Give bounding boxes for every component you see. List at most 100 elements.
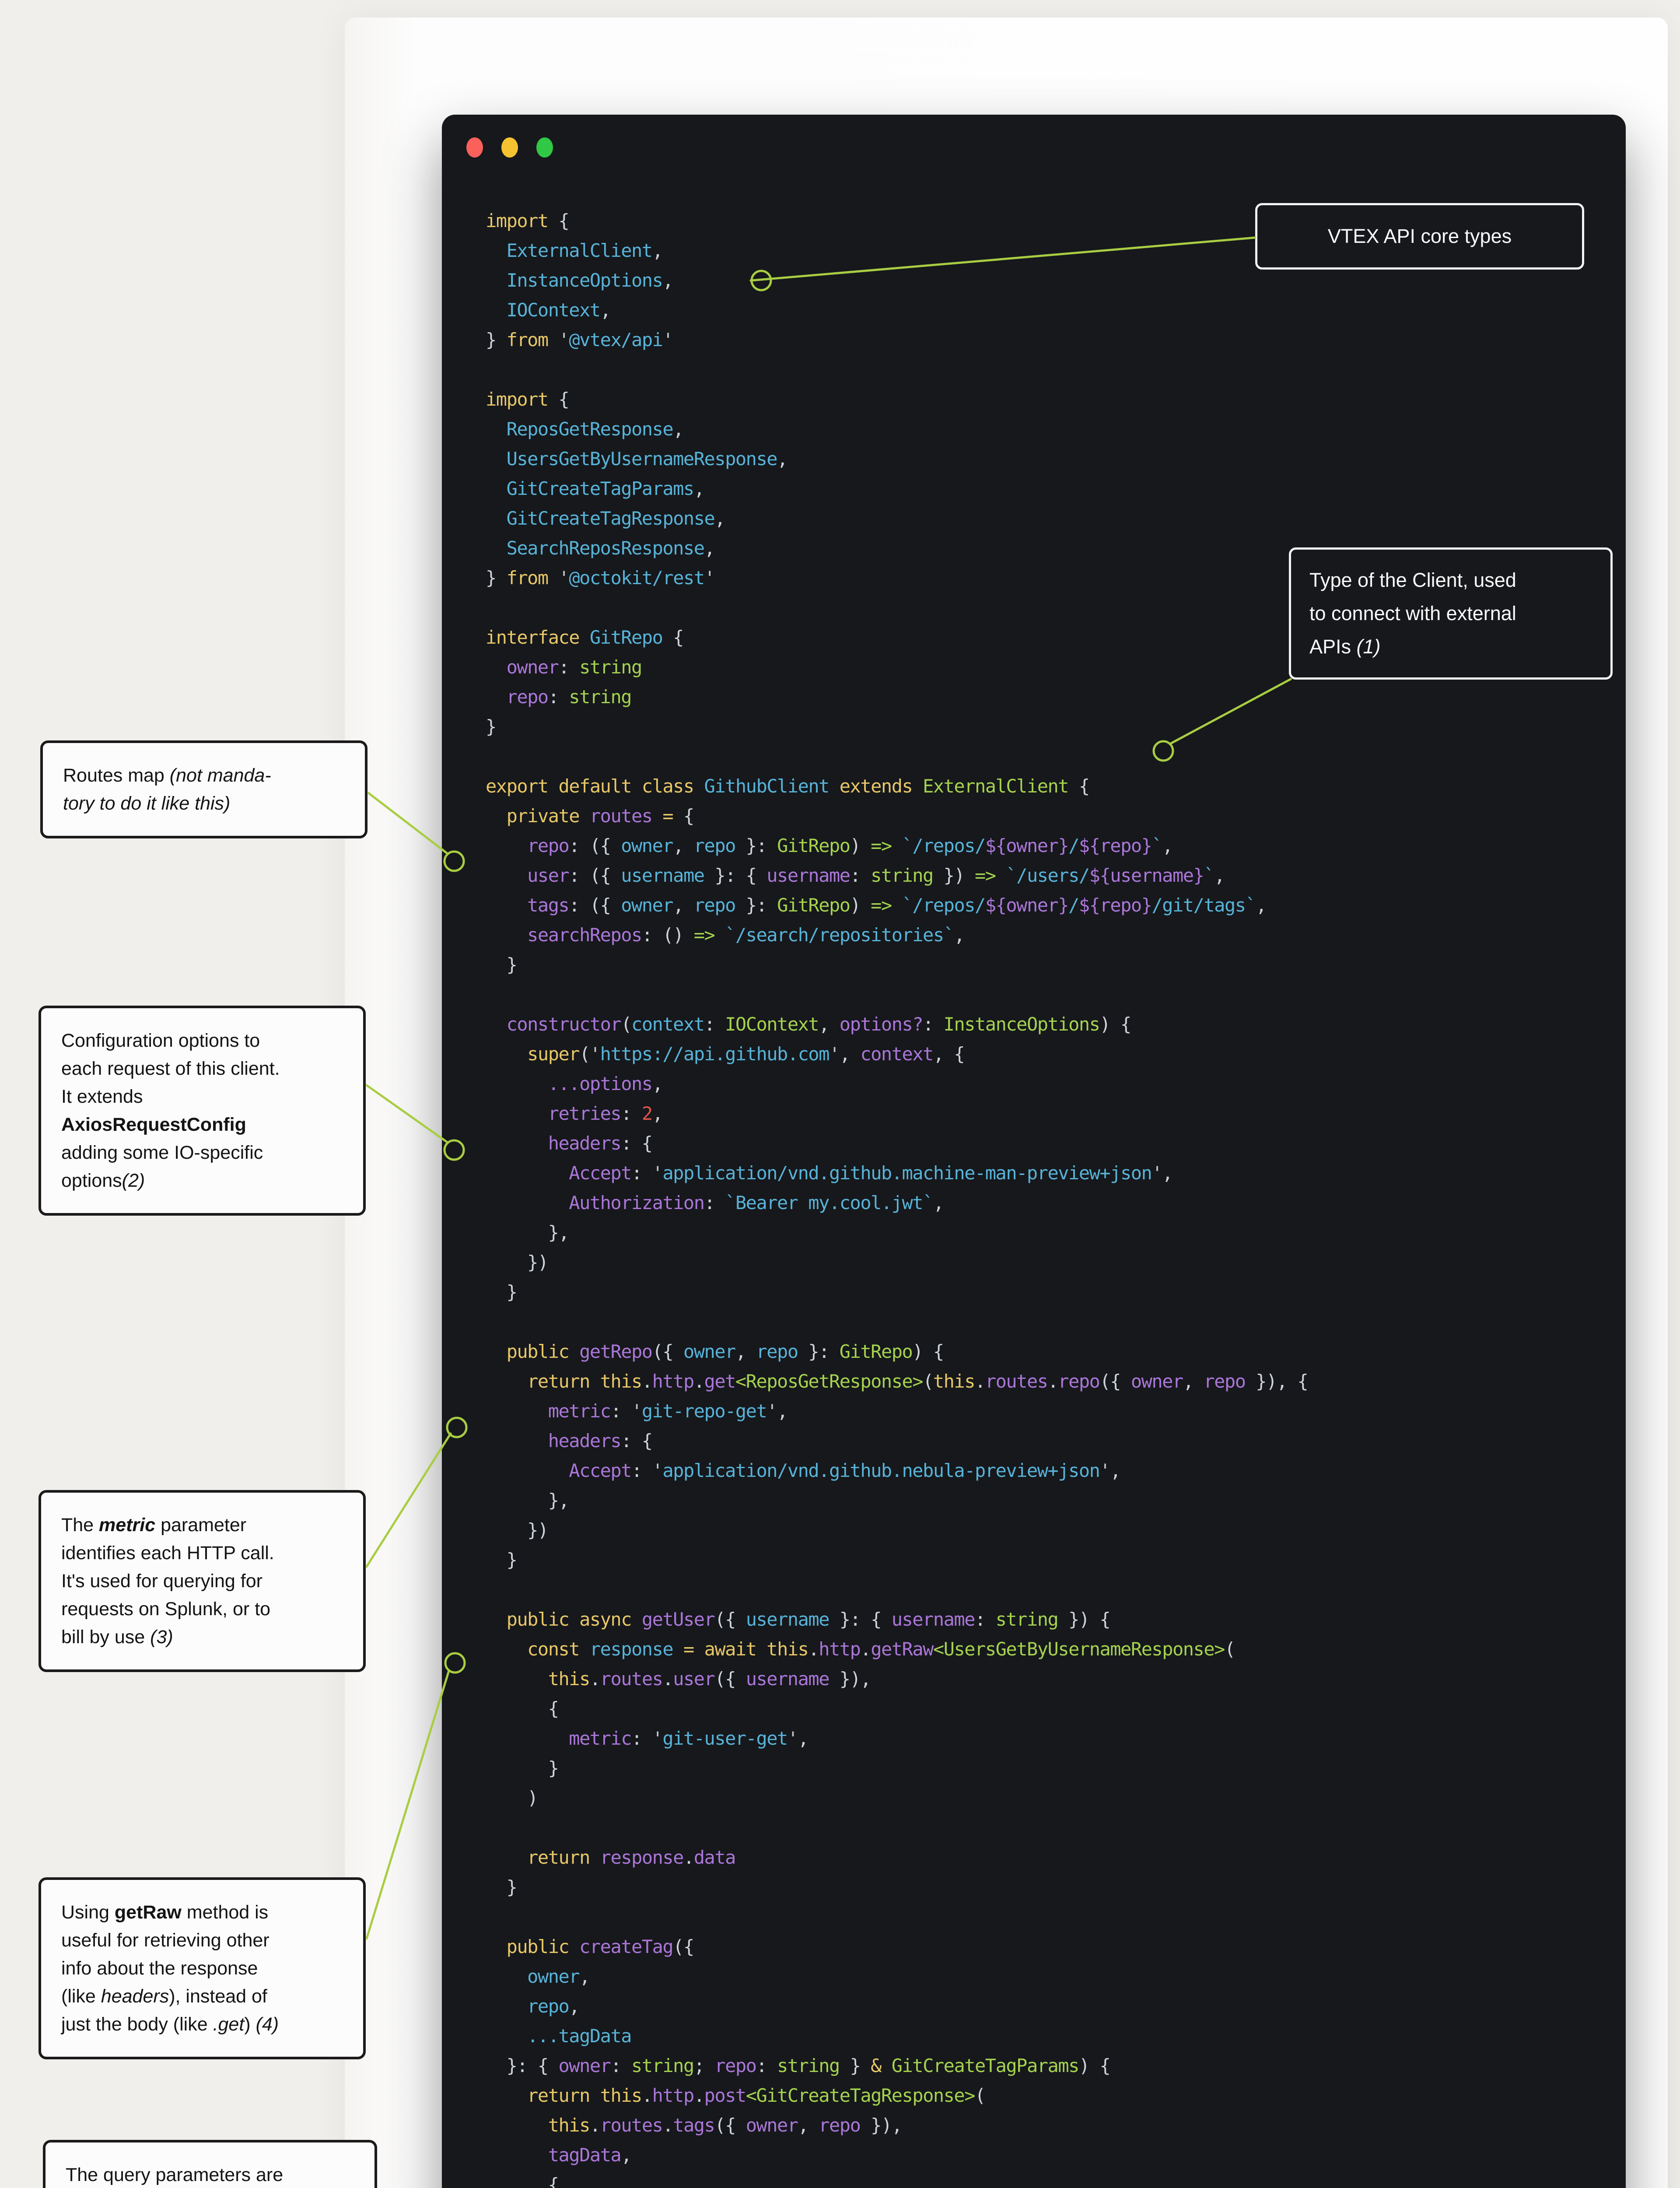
code-line [486,355,1308,385]
code-line: GitCreateTagResponse, [486,508,726,529]
code-line: public createTag({ [486,1936,695,1957]
annotation-line: options(2) [61,1170,145,1191]
code-line: }) [486,1252,549,1273]
annotation-line: APIs (1) [1309,635,1381,658]
code-line: } [486,1549,518,1571]
code-line: ReposGetResponse, [486,418,684,440]
code-line [486,980,1308,1010]
code-line [486,593,1308,623]
code-line: searchRepos: () => `/search/repositories… [486,924,965,946]
annotation-metric-parameter: The metric parameter identifies each HTTP… [38,1490,366,1672]
code-line: }, [486,1222,570,1243]
annotation-line: adding some IO-specific [61,1142,263,1163]
code-line: return this.http.get<ReposGetResponse>(t… [486,1371,1309,1392]
code-line: owner: string [486,656,643,678]
code-line: this.routes.user({ username }), [486,1668,872,1690]
annotation-line: useful for retrieving other [61,1930,270,1951]
code-line: } [486,1757,559,1779]
code-line: import { [486,389,570,410]
annotation-line: The query parameters are [66,2164,284,2185]
code-line: } [486,716,497,737]
close-button[interactable] [466,137,483,158]
annotation-line: It's used for querying for [61,1571,262,1592]
annotation-line: AxiosRequestConfig [61,1114,246,1135]
code-line: IOContext, [486,299,611,321]
annotation-line: Using getRaw method is [61,1902,269,1923]
annotation-line: bill by use (3) [61,1627,173,1648]
annotation-get-raw: Using getRaw method is useful for retriev… [38,1877,366,2059]
code-content: import { ExternalClient, InstanceOptions… [486,206,1309,2188]
annotation-line: Configuration options to [61,1030,260,1051]
code-line: owner, [486,1966,590,1987]
annotation-line: just the body (like .get) (4) [61,2014,279,2035]
code-line: repo, [486,1995,580,2017]
window-controls [466,137,553,158]
code-line: Accept: 'application/vnd.github.nebula-p… [486,1460,1121,1481]
annotation-line: identifies each HTTP call. [61,1543,274,1564]
code-line: interface GitRepo { [486,627,684,648]
annotation-line: tory to do it like this) [63,793,231,814]
code-line: { [486,2174,559,2188]
code-line: }) [486,1519,549,1541]
code-line: public async getUser({ username }: { use… [486,1609,1111,1630]
code-line: } from '@octokit/rest' [486,567,715,589]
annotation-config-options: Configuration options to each request of … [38,1006,366,1216]
code-line: return this.http.post<GitCreateTagRespon… [486,2085,986,2106]
code-line: import { [486,210,570,231]
code-line: const response = await this.http.getRaw<… [486,1638,1236,1660]
code-line: } [486,954,518,975]
annotation-client-type: Type of the Client, used to connect with … [1289,547,1613,680]
code-line: }: { owner: string; repo: string } & Git… [486,2055,1111,2076]
code-line: ...options, [486,1073,663,1094]
annotation-line: VTEX API core types [1327,225,1512,247]
code-line: } [486,1281,518,1303]
annotation-query-parameters: The query parameters arepassed like this… [43,2140,377,2188]
code-line: headers: { [486,1430,653,1452]
code-line: UsersGetByUsernameResponse, [486,448,788,470]
code-line: ExternalClient, [486,240,663,261]
code-line: GitCreateTagParams, [486,478,705,499]
code-line: Accept: 'application/vnd.github.machine-… [486,1162,1173,1184]
code-line: } from '@vtex/api' [486,329,674,351]
code-line: return response.data [486,1847,736,1868]
code-line: retries: 2, [486,1103,663,1124]
code-line: private routes = { [486,805,695,827]
code-line: repo: string [486,686,632,708]
zoom-button[interactable] [536,137,553,158]
code-line: metric: 'git-user-get', [486,1728,809,1749]
code-line [486,742,1308,771]
code-line: user: ({ username }: { username: string … [486,865,1225,886]
annotation-line: It extends [61,1086,143,1107]
annotation-line: each request of this client. [61,1058,280,1079]
annotation-line: Type of the Client, used [1309,569,1516,591]
annotation-vtex-api-core-types: VTEX API core types [1255,203,1584,270]
code-line: super('https://api.github.com', context,… [486,1043,965,1065]
code-line: constructor(context: IOContext, options?… [486,1013,1132,1035]
code-line [486,1575,1308,1605]
annotation-line: to connect with external [1309,602,1516,624]
code-line [486,1307,1308,1337]
annotation-line: Routes map (not manda- [63,765,271,786]
code-line: ...tagData [486,2025,632,2047]
annotation-line: The metric parameter [61,1515,247,1536]
code-line: headers: { [486,1133,653,1154]
annotation-line: requests on Splunk, or to [61,1599,271,1620]
code-line [486,1902,1308,1932]
code-line: { [486,1698,559,1719]
annotation-routes-map: Routes map (not manda-tory to do it like… [40,740,368,838]
code-editor-window: import { ExternalClient, InstanceOptions… [442,115,1626,2188]
code-line: } [486,1876,518,1898]
code-line: this.routes.tags({ owner, repo }), [486,2114,903,2136]
code-line [486,1813,1308,1843]
minimize-button[interactable] [501,137,518,158]
code-line: InstanceOptions, [486,270,674,291]
code-line: public getRepo({ owner, repo }: GitRepo)… [486,1341,945,1362]
code-line: tags: ({ owner, repo }: GitRepo) => `/re… [486,894,1267,916]
code-line: ) [486,1787,538,1809]
code-line: export default class GithubClient extend… [486,775,1090,797]
code-line: Authorization: `Bearer my.cool.jwt`, [486,1192,944,1213]
code-line: metric: 'git-repo-get', [486,1400,788,1422]
annotation-line: info about the response [61,1958,258,1979]
code-line: }, [486,1490,570,1511]
